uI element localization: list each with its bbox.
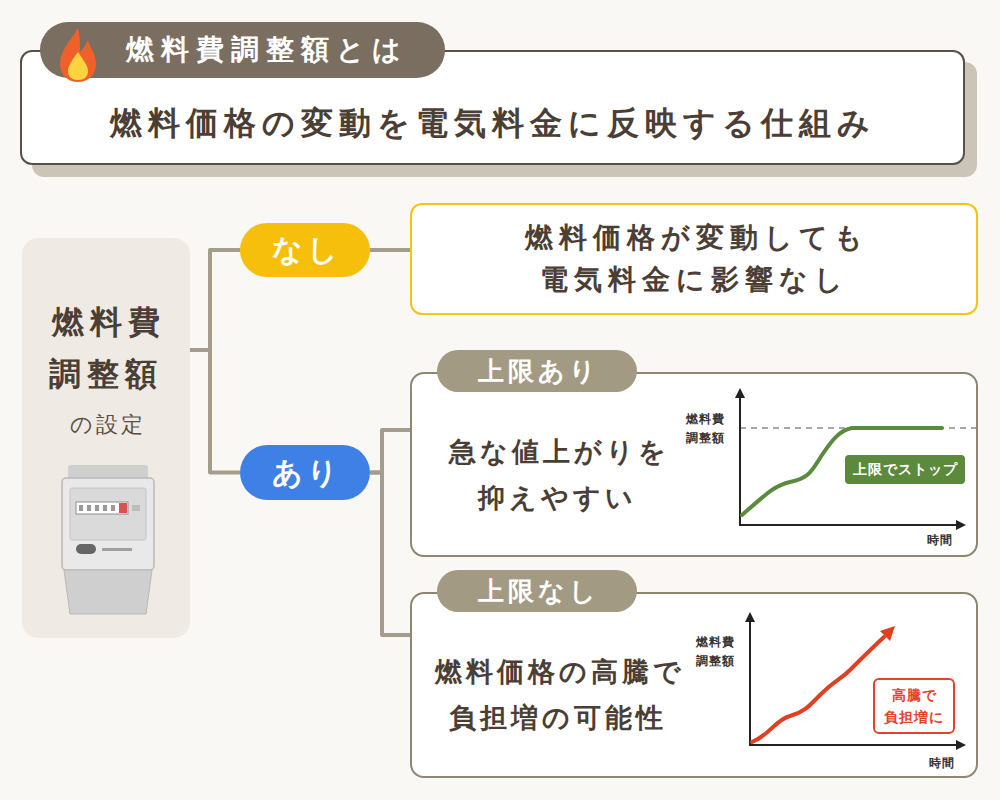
digit-cell bbox=[103, 505, 107, 511]
setting-box: 燃料費 調整額の設定 bbox=[22, 238, 190, 638]
digit-cell bbox=[79, 505, 83, 511]
connector-line bbox=[370, 430, 410, 473]
meter-digits bbox=[79, 505, 115, 511]
axis-arrow bbox=[956, 520, 966, 530]
digit-cell bbox=[87, 505, 91, 511]
meter-window bbox=[76, 502, 128, 514]
title-tab: 燃料費調整額とは bbox=[40, 22, 445, 78]
meter-base bbox=[64, 570, 152, 614]
uncapped-chart bbox=[745, 612, 966, 750]
chart-axes bbox=[750, 620, 958, 745]
connector-line bbox=[190, 350, 240, 473]
axis-arrow bbox=[956, 740, 966, 750]
case-panel: 上限なし燃料価格の高騰で 負担増の可能性高騰で 負担増に bbox=[410, 592, 978, 778]
case-panel: 上限あり急な値上がりを 抑えやすい上限でストップ bbox=[410, 372, 978, 557]
flame-inner bbox=[68, 52, 88, 80]
digit-cell bbox=[111, 505, 115, 511]
meter-body bbox=[62, 478, 154, 570]
axis-label: 時間 bbox=[918, 531, 962, 550]
axis-label: 燃料費 調整額 bbox=[682, 633, 748, 671]
result-box: 燃料価格が変動しても 電気料金に影響なし bbox=[410, 203, 978, 315]
chart-axes bbox=[740, 396, 958, 525]
node-body: の設定 bbox=[22, 410, 190, 440]
node-heading: あり bbox=[240, 445, 370, 500]
node-heading: なし bbox=[240, 223, 370, 277]
node-body: 燃料価格の高騰で 負担増の可能性 bbox=[418, 649, 698, 741]
meter-plate bbox=[102, 548, 132, 551]
rising-curve bbox=[752, 637, 884, 742]
node-heading: 燃料価格が変動しても 電気料金に影響なし bbox=[412, 217, 976, 301]
option-pill: なし bbox=[240, 223, 370, 277]
node-body: 急な値上がりを 抑えやすい bbox=[422, 429, 692, 521]
node-heading: 上限あり bbox=[437, 350, 637, 392]
node-heading: 上限なし bbox=[437, 570, 637, 612]
connectors bbox=[190, 250, 410, 635]
node-heading: 高騰で 負担増に bbox=[875, 684, 953, 728]
option-pill: あり bbox=[240, 445, 370, 500]
curve-arrow bbox=[880, 626, 895, 641]
meter-illustration bbox=[62, 465, 154, 614]
axis-arrow bbox=[745, 612, 755, 622]
meter-dial bbox=[76, 544, 96, 554]
axis-arrow bbox=[735, 388, 745, 398]
meter-unit bbox=[132, 505, 140, 511]
meter-panel bbox=[70, 488, 146, 540]
meter-cap bbox=[68, 465, 148, 481]
digit-cell bbox=[95, 505, 99, 511]
axis-label: 時間 bbox=[920, 754, 964, 773]
capped-curve bbox=[742, 428, 942, 515]
node-heading: 燃料価格の変動を電気料金に反映する仕組み bbox=[22, 100, 963, 146]
node-heading: 燃料費 調整額 bbox=[36, 296, 176, 400]
connector-line bbox=[370, 248, 410, 252]
capped-chart bbox=[735, 388, 976, 530]
flame-outer bbox=[60, 28, 96, 82]
cap-badge: 上限でストップ bbox=[845, 455, 965, 484]
warning-badge: 高騰で 負担増に bbox=[873, 678, 955, 734]
axis-label: 燃料費 調整額 bbox=[672, 410, 738, 448]
headline-box: 燃料価格の変動を電気料金に反映する仕組み bbox=[20, 50, 965, 165]
connector-line bbox=[370, 473, 410, 636]
node-heading: 上限でストップ bbox=[845, 455, 965, 484]
cap-line bbox=[740, 427, 976, 429]
meter-red-digit bbox=[119, 503, 127, 513]
fire-icon bbox=[60, 28, 96, 82]
connector-line bbox=[190, 250, 240, 350]
